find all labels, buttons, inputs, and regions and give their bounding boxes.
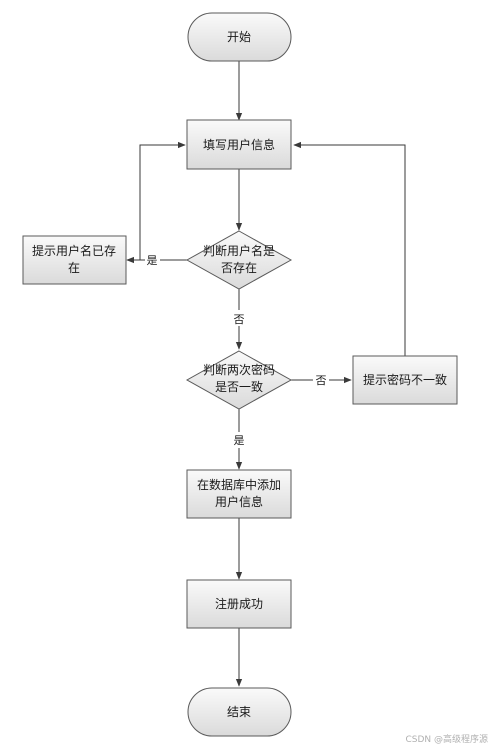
check-name-label-line2: 否存在 bbox=[221, 261, 257, 275]
add-user-label-line2: 用户信息 bbox=[215, 494, 263, 509]
watermark: CSDN @高级程序源 bbox=[405, 733, 488, 745]
check-password-label-line1: 判断两次密码 bbox=[203, 362, 275, 377]
add-user-label-line1: 在数据库中添加 bbox=[197, 477, 281, 492]
check-password-decision: 判断两次密码 是否一致 bbox=[185, 350, 293, 410]
edge-label-pwd-no: 否 bbox=[316, 374, 327, 387]
edge-name-exists-back bbox=[139, 141, 186, 260]
start-node: 开始 bbox=[187, 12, 292, 62]
start-label: 开始 bbox=[227, 30, 251, 44]
check-password-label-line2: 是否一致 bbox=[215, 380, 263, 394]
add-user-node: 在数据库中添加 用户信息 bbox=[186, 469, 292, 519]
name-exists-label-line1: 提示用户名已存 bbox=[32, 243, 116, 258]
end-node: 结束 bbox=[187, 687, 292, 737]
password-mismatch-label: 提示密码不一致 bbox=[363, 372, 447, 387]
fill-info-node: 填写用户信息 bbox=[186, 119, 292, 170]
check-name-label-line1: 判断用户名是 bbox=[203, 243, 275, 258]
name-exists-node: 提示用户名已存 在 bbox=[22, 235, 127, 285]
fill-info-label: 填写用户信息 bbox=[203, 137, 275, 152]
edge-pwd-mismatch-back bbox=[293, 141, 406, 356]
register-success-node: 注册成功 bbox=[186, 579, 292, 629]
check-name-decision: 判断用户名是 否存在 bbox=[185, 230, 293, 290]
edge-label-pwd-yes: 是 bbox=[234, 434, 245, 447]
register-success-label: 注册成功 bbox=[215, 596, 263, 611]
name-exists-label-line2: 在 bbox=[68, 261, 80, 275]
edge-label-name-yes: 是 bbox=[147, 254, 158, 267]
edge-label-name-no: 否 bbox=[234, 313, 245, 326]
end-label: 结束 bbox=[227, 705, 251, 719]
password-mismatch-node: 提示密码不一致 bbox=[352, 355, 458, 405]
